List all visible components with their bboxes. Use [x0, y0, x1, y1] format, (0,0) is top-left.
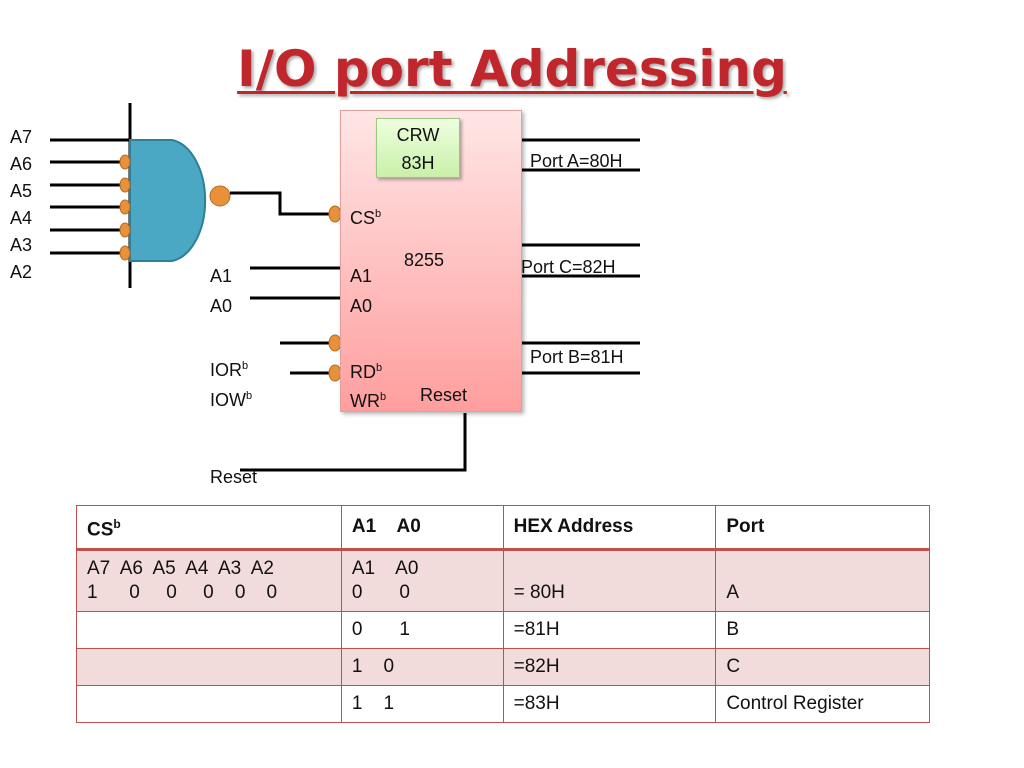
- signal-a1: A1: [210, 266, 233, 286]
- header-port: Port: [715, 504, 930, 552]
- cell-port: Control Register: [715, 685, 930, 724]
- chip-name: 8255: [404, 250, 445, 270]
- port-c-label: Port C=82H: [521, 257, 616, 277]
- cell-cs-values: 1 0 0 0 0 0: [87, 582, 278, 604]
- cell-a-values: 0 0: [351, 582, 410, 604]
- invert-bubble-a3: [119, 222, 131, 238]
- decoder-input-label: A3: [10, 235, 33, 255]
- cell-cs: [76, 648, 342, 687]
- pin-cs-label: CS: [350, 208, 376, 228]
- cell-cs-names: A7 A6 A5 A4 A3 A2: [87, 558, 274, 580]
- header-hex: HEX Address: [502, 504, 717, 552]
- header-a1a0: A1 A0: [340, 504, 504, 552]
- wire-cs: [230, 191, 334, 216]
- table-row: 1 1 =83H Control Register: [76, 685, 930, 724]
- cell-cs: A7 A6 A5 A4 A3 A2 1 0 0 0 0 0: [76, 549, 342, 613]
- signal-iow-bar: b: [246, 390, 253, 402]
- signal-iow: IOWb: [210, 385, 252, 411]
- cell-port: C: [715, 648, 930, 687]
- cell-cs: [76, 611, 342, 650]
- signal-a0: A0: [210, 296, 233, 316]
- pin-a0: A0: [350, 296, 373, 316]
- header-cs: CSb: [76, 504, 342, 552]
- wire-reset: [240, 413, 467, 472]
- decoder-input-label: A2: [10, 262, 33, 282]
- crw-label: CRW: [396, 125, 440, 145]
- table-row: A7 A6 A5 A4 A3 A2 1 0 0 0 0 0 A1 A0 0 0 …: [76, 549, 930, 613]
- signal-reset: Reset: [210, 467, 258, 487]
- cell-a1a0: 0 1: [340, 611, 504, 650]
- cell-port: A: [715, 549, 930, 613]
- pin-a1: A1: [350, 266, 373, 286]
- table-row: 0 1 =81H B: [76, 611, 930, 650]
- decoder-input-label: A4: [10, 208, 33, 228]
- pin-wr-bar: b: [380, 391, 387, 403]
- header-cs-label: CS: [87, 519, 114, 541]
- address-table: CSb A1 A0 HEX Address Port A7 A6 A5 A4 A…: [76, 504, 930, 724]
- port-b-label: Port B=81H: [530, 347, 624, 367]
- pin-wr: WRb: [350, 386, 386, 412]
- cell-port: B: [715, 611, 930, 650]
- invert-bubble-a2: [119, 245, 131, 261]
- signal-ior-label: IOR: [210, 360, 243, 380]
- cell-hex: =81H: [502, 611, 717, 650]
- cell-hex: = 80H: [502, 549, 717, 613]
- pin-wr-label: WR: [350, 391, 380, 411]
- port-a-label: Port A=80H: [530, 151, 623, 171]
- pin-rd-label: RD: [350, 362, 376, 382]
- pin-rd: RDb: [350, 357, 382, 383]
- pin-rd-bar: b: [376, 362, 383, 374]
- signal-ior-bar: b: [242, 360, 249, 372]
- signal-ior: IORb: [210, 355, 248, 381]
- decoder-input-label: A6: [10, 154, 33, 174]
- invert-bubble-a4: [119, 199, 131, 215]
- table-row: 1 0 =82H C: [76, 648, 930, 687]
- page-title: I/O port Addressing: [237, 40, 787, 98]
- decoder-input-label: A7: [10, 127, 33, 147]
- header-cs-bar: b: [113, 517, 121, 531]
- crw-address: 83H: [401, 153, 435, 173]
- cell-a1a0: 1 0: [340, 648, 504, 687]
- gate-output-bubble: [209, 185, 231, 207]
- decoder-input-label: A5: [10, 181, 33, 201]
- crw-box: CRW 83H: [376, 118, 460, 178]
- signal-iow-label: IOW: [210, 390, 246, 410]
- pin-cs: CSb: [350, 203, 381, 229]
- invert-bubble-a6: [119, 154, 131, 170]
- invert-bubble-a5: [119, 177, 131, 193]
- pin-cs-bar: b: [375, 208, 382, 220]
- and-gate: [129, 139, 207, 262]
- cell-a1a0: A1 A0 0 0: [340, 549, 504, 613]
- cell-a1a0: 1 1: [340, 685, 504, 724]
- pin-reset: Reset: [420, 385, 468, 405]
- table-header-row: CSb A1 A0 HEX Address Port: [76, 504, 930, 552]
- cell-a-names: A1 A0: [351, 558, 419, 580]
- cell-cs: [76, 685, 342, 724]
- cell-hex: =83H: [502, 685, 717, 724]
- cell-hex: =82H: [502, 648, 717, 687]
